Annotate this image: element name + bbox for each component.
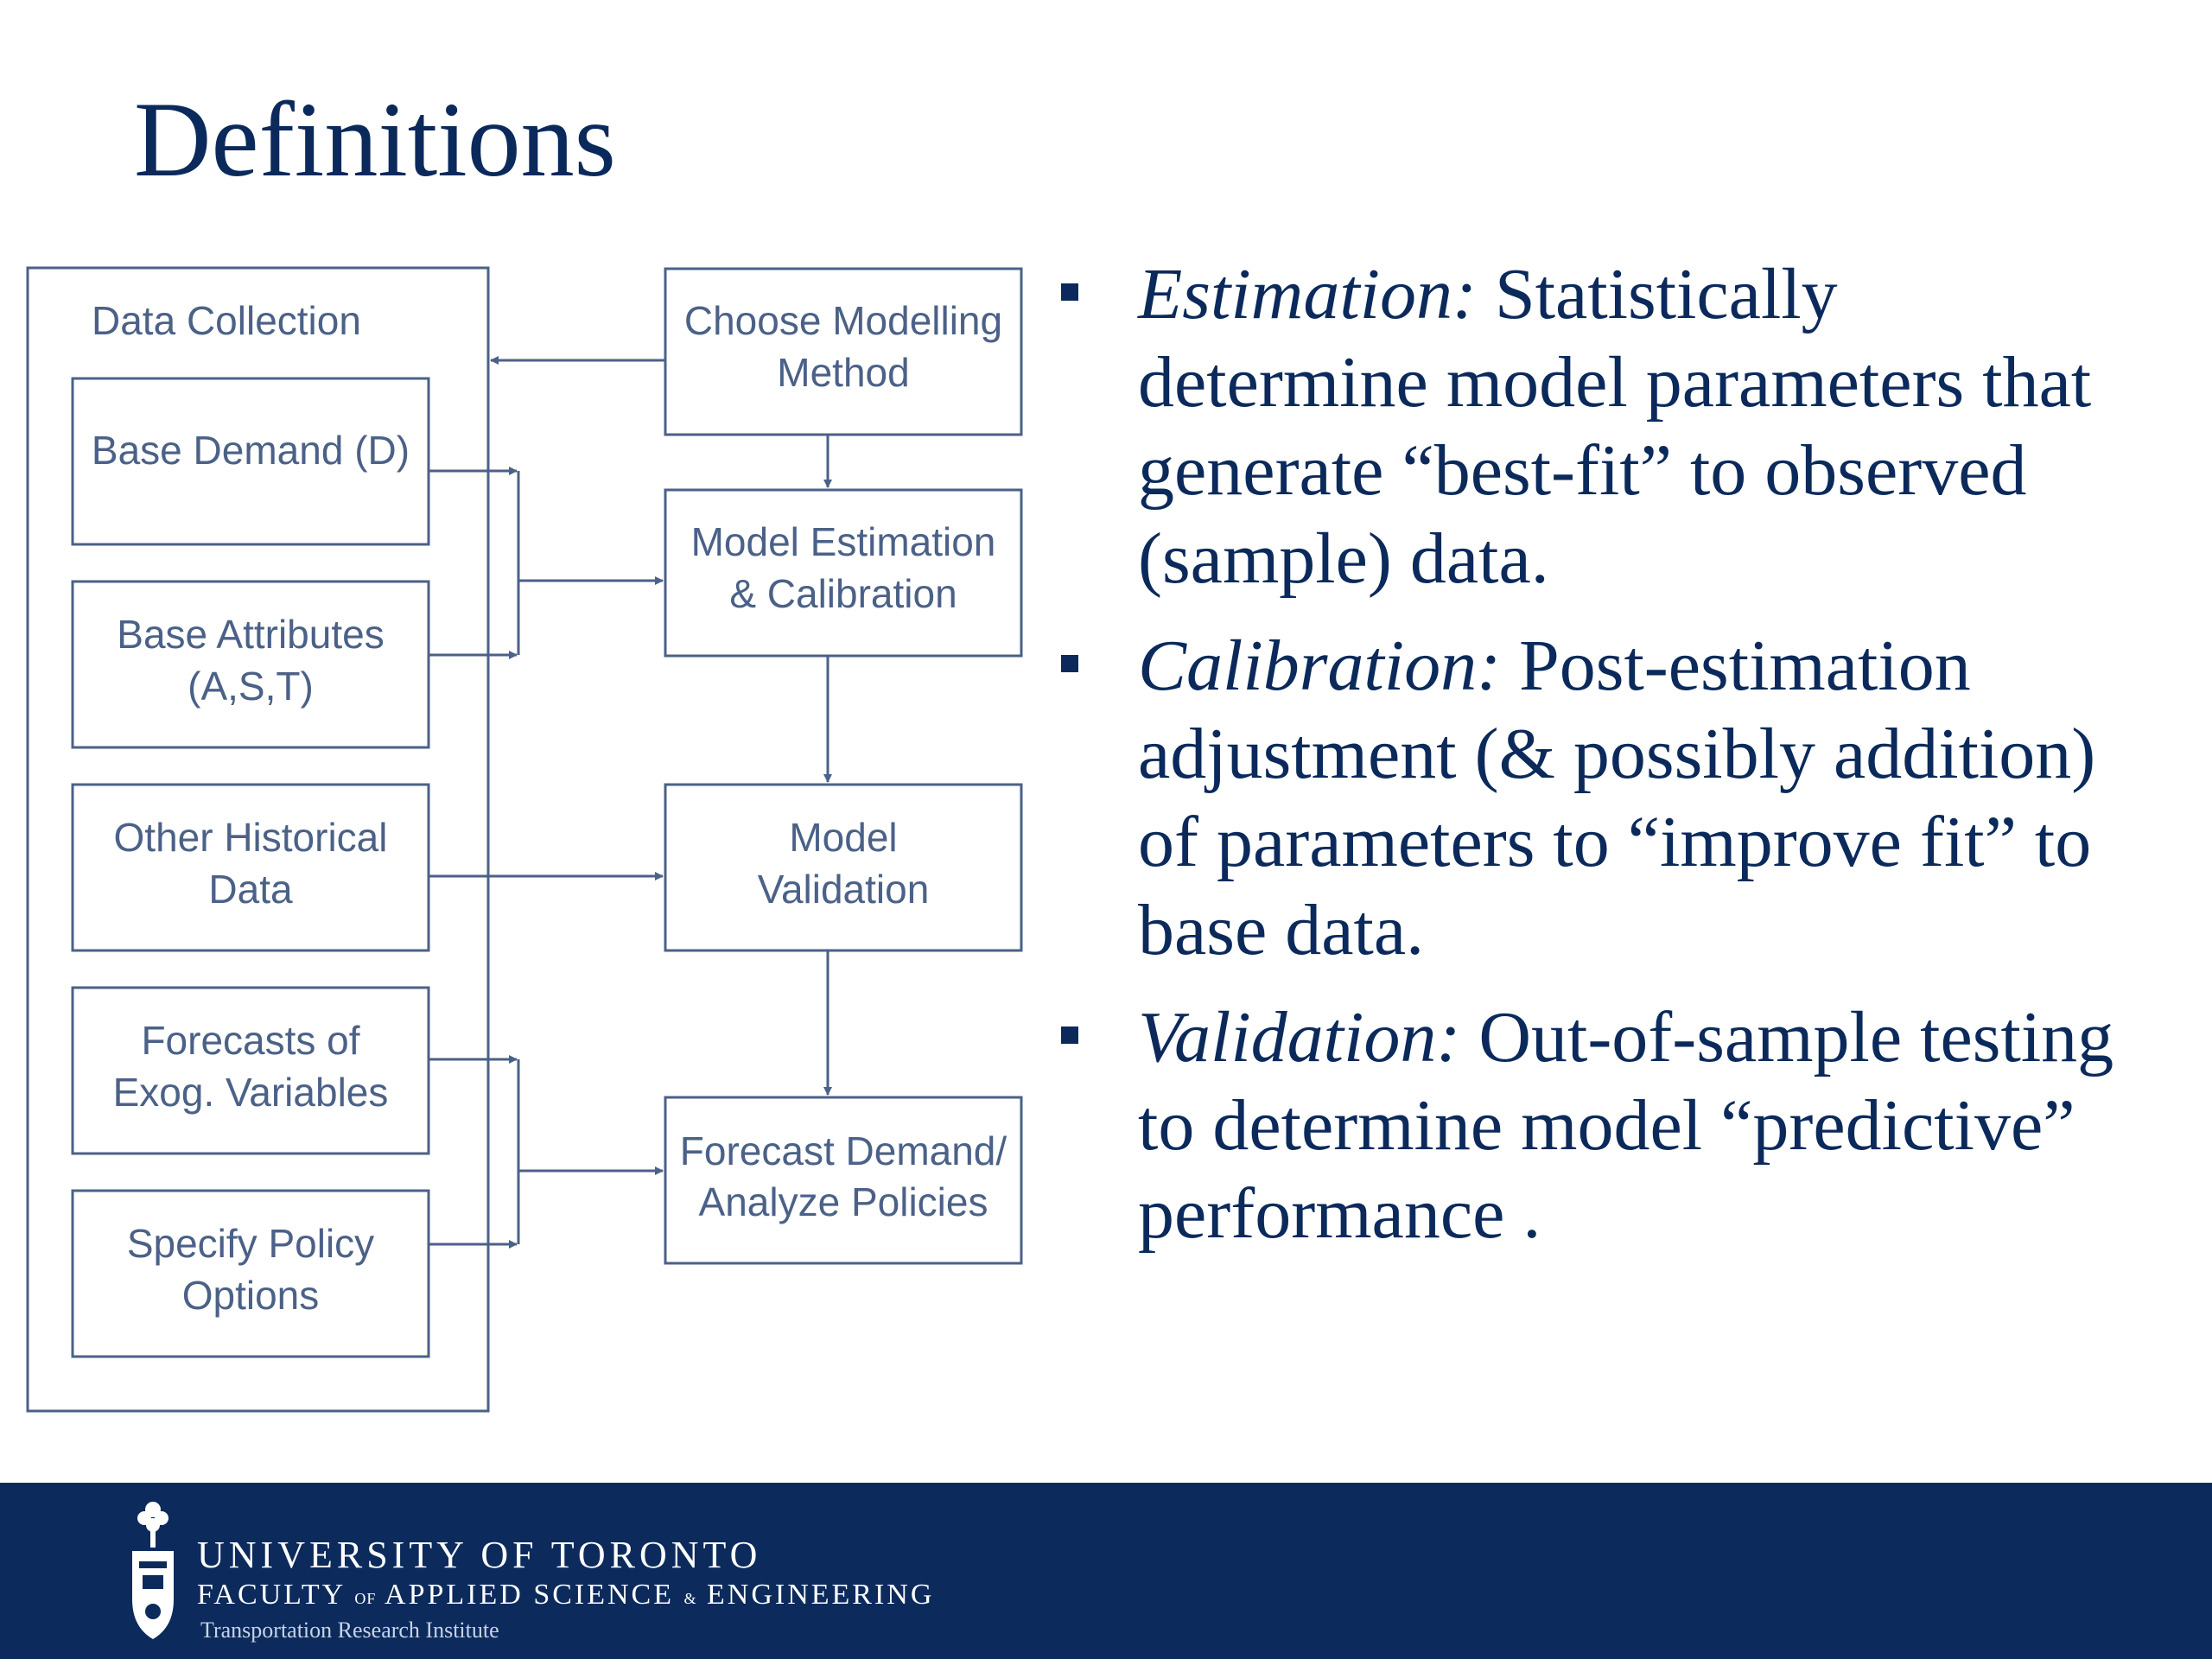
- bullet-term: Estimation:: [1138, 254, 1477, 334]
- choose-method-label: Choose Modelling: [684, 298, 1002, 343]
- other-historical-box: [71, 783, 430, 952]
- specify-policy-label: Specify Policy: [127, 1221, 374, 1266]
- model-estimation-label-2: & Calibration: [729, 571, 957, 616]
- bullet-text: Statistically determine model parameters…: [1138, 254, 2092, 599]
- forecasts-exog-label: Forecasts of: [141, 1018, 359, 1063]
- footer-band: [0, 1483, 2212, 1659]
- forecast-demand-box: [664, 1096, 1023, 1265]
- forecast-demand-label: Forecast Demand/: [680, 1128, 1007, 1173]
- base-attributes-label-2: (A,S,T): [188, 664, 314, 709]
- institute-name: Transportation Research Institute: [200, 1618, 499, 1643]
- bullet-term: Calibration:: [1138, 626, 1502, 706]
- other-historical-label-2: Data: [208, 867, 293, 912]
- bullet-estimation: Estimation: Statistically determine mode…: [1054, 251, 2143, 603]
- base-attributes-box: [71, 580, 430, 749]
- model-validation-box: [664, 783, 1023, 952]
- faculty-ampersand: &: [683, 1590, 697, 1607]
- specify-policy-label-2: Options: [182, 1273, 320, 1318]
- bullet-square-icon: [1061, 655, 1078, 672]
- bullet-square-icon: [1061, 1027, 1078, 1044]
- bullet-validation: Validation: Out-of-sample testing to det…: [1054, 994, 2143, 1258]
- other-historical-label: Other Historical: [114, 815, 388, 860]
- data-collection-label: Data Collection: [92, 298, 361, 343]
- forecasts-exog-box: [71, 986, 430, 1155]
- forecasts-exog-label-2: Exog. Variables: [113, 1070, 389, 1115]
- base-demand-box: [71, 377, 430, 546]
- faculty-engineering: ENGINEERING: [707, 1579, 935, 1611]
- slide-title: Definitions: [134, 80, 616, 199]
- model-estimation-label: Model Estimation: [691, 519, 996, 564]
- specify-policy-box: [71, 1189, 430, 1358]
- model-validation-label: Model: [789, 815, 897, 860]
- definitions-list: Estimation: Statistically determine mode…: [1054, 251, 2143, 1277]
- bullet-term: Validation:: [1138, 997, 1461, 1077]
- bullet-text: Post-estimation adjustment (& possibly a…: [1138, 626, 2096, 970]
- bullet-text: Out-of-sample testing to determine model…: [1138, 997, 2114, 1254]
- faculty-name: FACULTY OF APPLIED SCIENCE & ENGINEERING: [197, 1580, 934, 1610]
- choose-method-label-2: Method: [777, 350, 909, 395]
- data-collection-box: [26, 266, 490, 1413]
- flow-diagram: Data Collection Base Demand (D) Base Att…: [26, 266, 1023, 1413]
- model-estimation-box: [664, 488, 1023, 658]
- forecast-demand-label-2: Analyze Policies: [699, 1179, 988, 1224]
- bullet-calibration: Calibration: Post-estimation adjustment …: [1054, 622, 2143, 975]
- faculty-applied-science: APPLIED SCIENCE: [385, 1579, 674, 1611]
- university-crest-icon: [132, 1502, 174, 1639]
- faculty-of: OF: [354, 1590, 377, 1607]
- choose-method-box: [664, 267, 1023, 436]
- bullet-square-icon: [1061, 283, 1078, 301]
- base-demand-label: Base Demand (D): [92, 428, 410, 473]
- university-name: UNIVERSITY OF TORONTO: [197, 1534, 762, 1576]
- model-validation-label-2: Validation: [758, 867, 930, 912]
- faculty-word: FACULTY: [197, 1579, 345, 1611]
- base-attributes-label: Base Attributes: [117, 612, 384, 657]
